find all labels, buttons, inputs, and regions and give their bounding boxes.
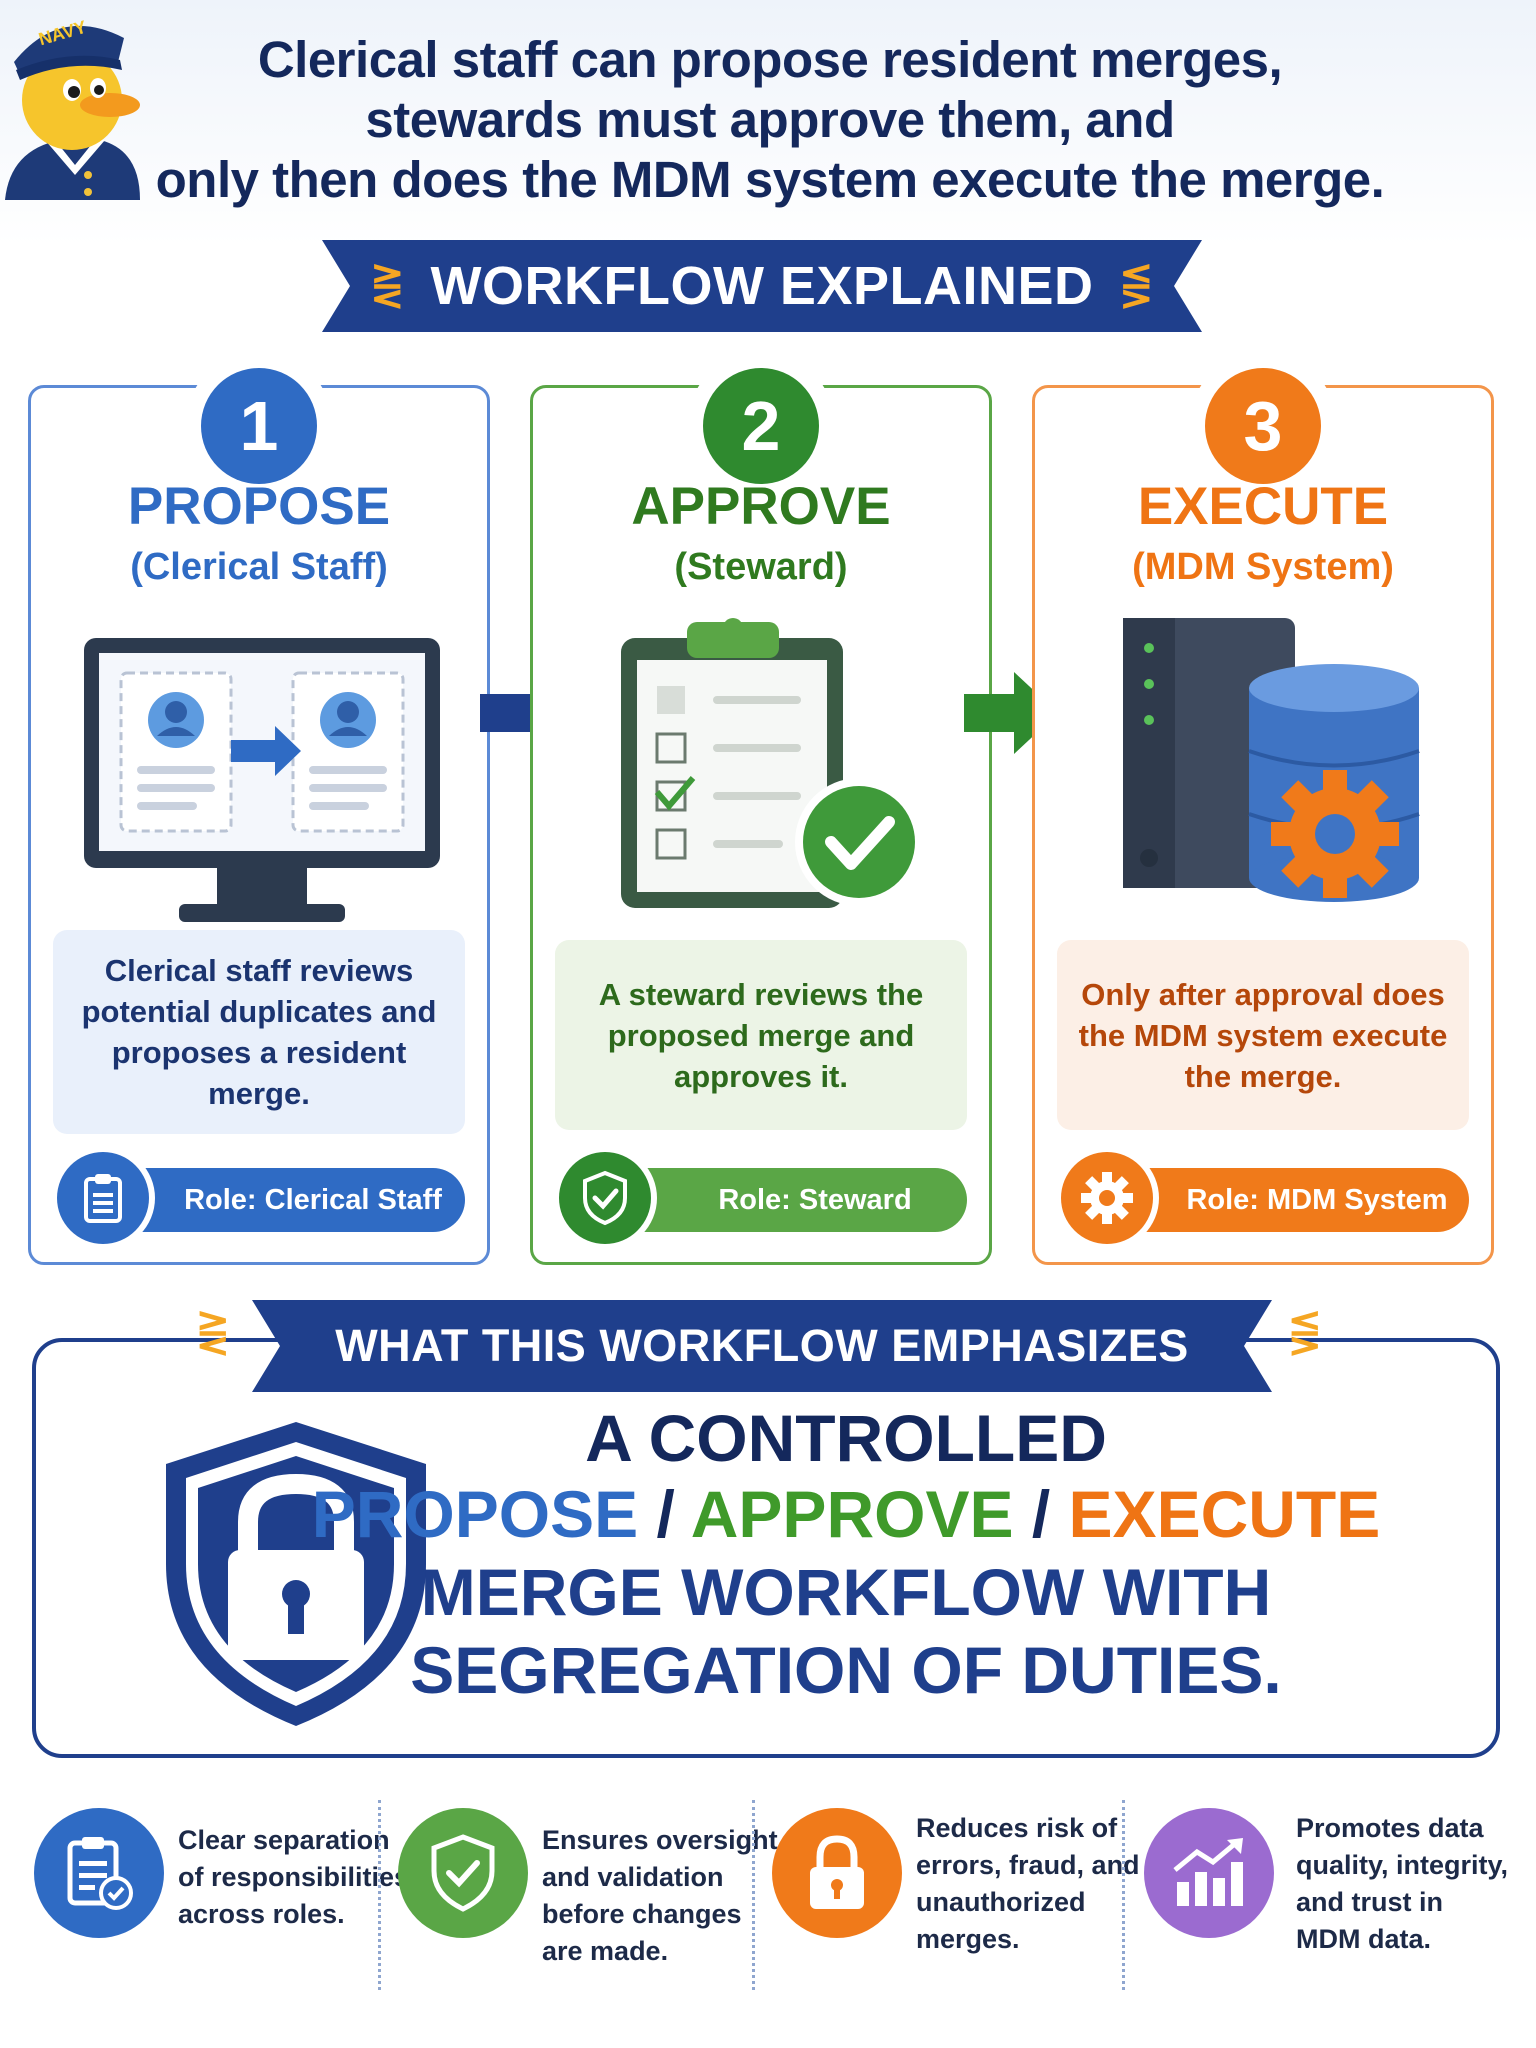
benefit-line: merges. bbox=[916, 1924, 1020, 1954]
growth-chart-icon bbox=[1144, 1808, 1274, 1938]
gear-icon bbox=[1061, 1152, 1153, 1244]
benefit-text: Promotes data quality, integrity, and tr… bbox=[1296, 1810, 1508, 1958]
clipboard-icon bbox=[57, 1152, 149, 1244]
step-description: Only after approval does the MDM system … bbox=[1057, 940, 1469, 1130]
monitor-merge-icon bbox=[31, 608, 487, 938]
benefit-line: Reduces risk of bbox=[916, 1813, 1118, 1843]
step-card-propose: 1 PROPOSE (Clerical Staff) bbox=[28, 368, 490, 1265]
emphasis-line-1: A CONTROLLED bbox=[585, 1401, 1107, 1475]
page-headline: Clerical staff can propose resident merg… bbox=[150, 30, 1390, 210]
step-subtitle: (Steward) bbox=[674, 546, 848, 588]
security-shield-lock-icon bbox=[156, 1414, 436, 1739]
sparkle-icon: ⋚ bbox=[1288, 1311, 1322, 1355]
emphasis-line-3: MERGE WORKFLOW WITH bbox=[420, 1555, 1272, 1629]
step-number-badge: 3 bbox=[1205, 368, 1321, 484]
step-card-execute: 3 EXECUTE (MDM System) bbox=[1032, 368, 1494, 1265]
benefit-line: are made. bbox=[542, 1936, 669, 1966]
benefit-text: Clear separation of responsibilities acr… bbox=[178, 1822, 409, 1933]
approve-word: APPROVE bbox=[690, 1477, 1014, 1551]
step-number-badge: 1 bbox=[201, 368, 317, 484]
sparkle-icon: ⋛ bbox=[370, 264, 405, 308]
headline-line: stewards must approve them, and bbox=[365, 91, 1175, 148]
divider bbox=[1122, 1800, 1125, 1990]
workflow-banner: ⋛ WORKFLOW EXPLAINED ⋚ bbox=[322, 240, 1202, 332]
separator-slash: / bbox=[1031, 1477, 1051, 1551]
server-database-gear-icon bbox=[1035, 608, 1491, 938]
emphasis-banner-title: WHAT THIS WORKFLOW EMPHASIZES bbox=[335, 1320, 1189, 1371]
step-title: PROPOSE bbox=[127, 477, 391, 536]
benefit-line: quality, integrity, bbox=[1296, 1850, 1509, 1880]
benefit-line: and trust in bbox=[1296, 1887, 1443, 1917]
benefit-line: Clear separation bbox=[178, 1825, 390, 1855]
benefit-line: MDM data. bbox=[1296, 1924, 1431, 1954]
emphasis-banner: WHAT THIS WORKFLOW EMPHASIZES bbox=[252, 1300, 1272, 1392]
step-description: A steward reviews the proposed merge and… bbox=[555, 940, 967, 1130]
step-title: APPROVE bbox=[631, 477, 891, 536]
benefit-text: Reduces risk of errors, fraud, and unaut… bbox=[916, 1810, 1140, 1958]
shield-check-icon bbox=[398, 1808, 528, 1938]
benefit-line: of responsibilities bbox=[178, 1862, 410, 1892]
lock-icon bbox=[772, 1808, 902, 1938]
emphasis-line-2: PROPOSE / APPROVE / EXECUTE bbox=[206, 1476, 1486, 1552]
emphasis-line-4: SEGREGATION OF DUTIES. bbox=[410, 1633, 1282, 1707]
benefit-line: Promotes data bbox=[1296, 1813, 1484, 1843]
benefit-text: Ensures oversight and validation before … bbox=[542, 1822, 778, 1970]
headline-line: Clerical staff can propose resident merg… bbox=[257, 31, 1283, 88]
checklist-approval-icon bbox=[533, 608, 989, 938]
execute-word: EXECUTE bbox=[1068, 1477, 1381, 1551]
benefit-line: before changes bbox=[542, 1899, 742, 1929]
step-subtitle: (Clerical Staff) bbox=[130, 546, 388, 588]
step-description: Clerical staff reviews potential duplica… bbox=[53, 930, 465, 1134]
workflow-banner-title: WORKFLOW EXPLAINED bbox=[430, 256, 1094, 316]
shield-check-icon bbox=[559, 1152, 651, 1244]
role-pill: Role: Steward bbox=[603, 1168, 967, 1232]
step-subtitle: (MDM System) bbox=[1132, 546, 1394, 588]
clipboard-check-icon bbox=[34, 1808, 164, 1938]
step-title: EXECUTE bbox=[1137, 477, 1389, 536]
benefit-line: errors, fraud, and bbox=[916, 1850, 1140, 1880]
benefit-line: and validation bbox=[542, 1862, 724, 1892]
benefit-line: Ensures oversight bbox=[542, 1825, 778, 1855]
benefit-line: unauthorized bbox=[916, 1887, 1086, 1917]
sparkle-icon: ⋛ bbox=[196, 1311, 230, 1355]
step-card-approve: 2 APPROVE (Steward) A steward reviews th… bbox=[530, 368, 992, 1265]
benefit-line: across roles. bbox=[178, 1899, 345, 1929]
navy-duck-mascot: NAVY bbox=[0, 0, 150, 210]
sparkle-icon: ⋚ bbox=[1119, 264, 1154, 308]
propose-word: PROPOSE bbox=[311, 1477, 639, 1551]
headline-line: only then does the MDM system execute th… bbox=[155, 151, 1385, 208]
divider bbox=[752, 1800, 755, 1990]
emphasis-box: A CONTROLLED PROPOSE / APPROVE / EXECUTE… bbox=[32, 1338, 1500, 1758]
role-pill: Role: Clerical Staff bbox=[101, 1168, 465, 1232]
role-pill: Role: MDM System bbox=[1105, 1168, 1469, 1232]
separator-slash: / bbox=[656, 1477, 675, 1551]
divider bbox=[378, 1800, 381, 1990]
step-number-badge: 2 bbox=[703, 368, 819, 484]
